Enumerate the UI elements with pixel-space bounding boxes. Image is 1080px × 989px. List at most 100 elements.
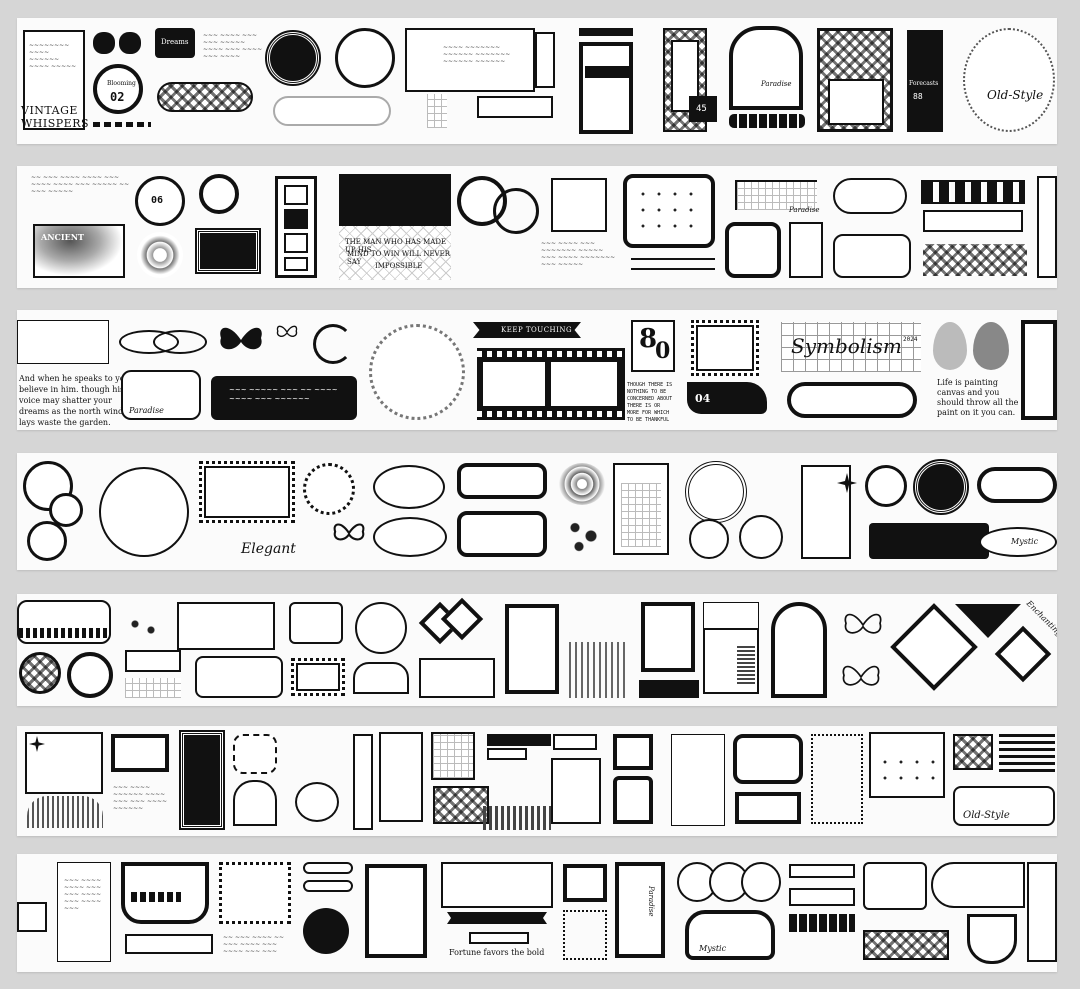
speak-line-1: And when he speaks to you [19,374,130,383]
fortune-text: Fortune favors the bold [449,948,545,957]
stripe-tape [999,732,1055,772]
script-paragraph: ~~~ ~~~~ ~~~ ~~~~~~~ ~~~~~ ~~~ ~~~~ ~~~~… [541,240,616,268]
tall-frame-bar [585,66,629,78]
daisy-flower [559,463,605,505]
rounded-label [863,862,927,910]
paradise-frame: Paradise [121,370,201,420]
paradise-text: Paradise [129,406,164,415]
edge-frame [1021,320,1057,420]
arch-label [233,780,277,826]
ticket-stub [535,32,555,88]
digit-0: 0 [655,338,671,364]
think-line-6: TO BE THANKFUL [627,417,670,423]
elegant-flourish: Elegant [211,541,331,561]
daisy-flower [137,232,183,278]
black-circle-sticker [265,30,321,86]
ring [67,652,113,698]
quote-line-3: IMPOSSIBLE [375,262,423,270]
grid-tape [125,678,181,698]
grid-frame [431,732,475,780]
plaid-frame [817,28,893,132]
stamp-frame [199,461,295,523]
think-line-2: NOTHING TO BE [627,389,667,395]
black-tape [639,680,699,698]
large-circle-frame [99,467,189,557]
mystic-frame: Mystic [685,910,775,960]
sticker-strip-7: ~~~ ~~~~ ~~~~ ~~~ ~~~ ~~~~ ~~~ ~~~~ ~~~ … [17,854,1057,972]
sunburst-circle [369,324,465,420]
bracket-label [553,734,597,750]
think-line-3: CONCERNED ABOUT [627,396,673,402]
dotted-frame [811,734,863,824]
note-frame [703,628,759,694]
dot-grid [877,754,937,790]
dot-grid [635,186,703,236]
film-frame [551,362,617,406]
dandelion-icon [123,612,163,642]
speak-line-2: believe in him. though his [19,385,125,394]
black-square-sticker [119,32,141,54]
tall-frame [579,42,633,134]
plaid-circle [19,652,61,694]
life-line-1: Life is painting [937,378,998,387]
edge-frame [1037,176,1057,278]
small-label [125,650,181,672]
rounded-square-frame [725,222,781,278]
label-45-text: 45 [696,104,707,114]
symbolism-grid: Symbolism 2024 [781,322,921,372]
black-bar [487,734,551,746]
butterfly-icon [842,665,880,686]
flower-bouquet [563,515,603,557]
ring [739,515,783,559]
flower-frame [613,776,653,824]
horizontal-label [441,862,553,908]
pill-tab [303,862,353,874]
ring [689,519,729,559]
bow-label [125,934,213,954]
black-floral-tape [869,523,989,559]
castle-stamp [691,320,759,376]
shield-frame [967,914,1017,964]
edge-frame [1027,862,1057,962]
tall-frame [641,602,695,672]
number-02: 02 [110,90,125,104]
plaid-pill-label [157,82,253,112]
quote-card: THE MAN WHO HAS MADE UP HIS MIND TO WIN … [339,226,451,280]
ticket-frame [121,862,209,924]
corner-label [419,658,495,698]
butterfly-icon [844,613,882,634]
speak-line-4: dreams as the north wind [19,407,124,416]
pill-frame [977,467,1057,503]
dotted-circle [303,463,355,515]
scalloped-frame [733,734,803,784]
ring [295,782,339,822]
sticker-strip-4: Elegant Mystic [17,453,1057,570]
vintage-whispers-card: ~~~~~~~~ ~~~~ ~~~~~~ ~~~~ ~~~~~ [23,30,85,130]
label-45: 45 [689,96,717,122]
tab-label-row [921,180,1025,204]
tall-ornate-frame [365,864,427,958]
plaid-label [433,786,489,824]
rectangle-frame [735,792,801,824]
dashed-tape [93,122,151,127]
diamond-frame [994,625,1052,683]
frame [111,734,169,772]
small-label [477,96,553,118]
black-banner [447,912,547,924]
mystic-text: Mystic [699,944,727,953]
bracket-label [923,210,1023,232]
mystic-text: Mystic [1011,537,1039,546]
black-flower [303,908,349,954]
narrow-frame [353,734,373,830]
mystic-oval: Mystic [979,527,1057,557]
torn-black-paper [339,174,451,226]
ancient-text: ANCIENT [41,232,84,242]
quote-line-1: THE MAN WHO HAS MADE UP HIS [345,238,447,254]
round-frame [335,28,395,88]
diamond-frame [890,603,978,691]
plaid-square [953,734,993,770]
symbolism-text: Symbolism [791,334,902,358]
sticker-strip-1: ~~~~~~~~ ~~~~ ~~~~~~ ~~~~ ~~~~~ VINTAGE … [17,18,1057,144]
black-vertical-card [179,730,225,830]
sparkle-icon [837,473,857,493]
